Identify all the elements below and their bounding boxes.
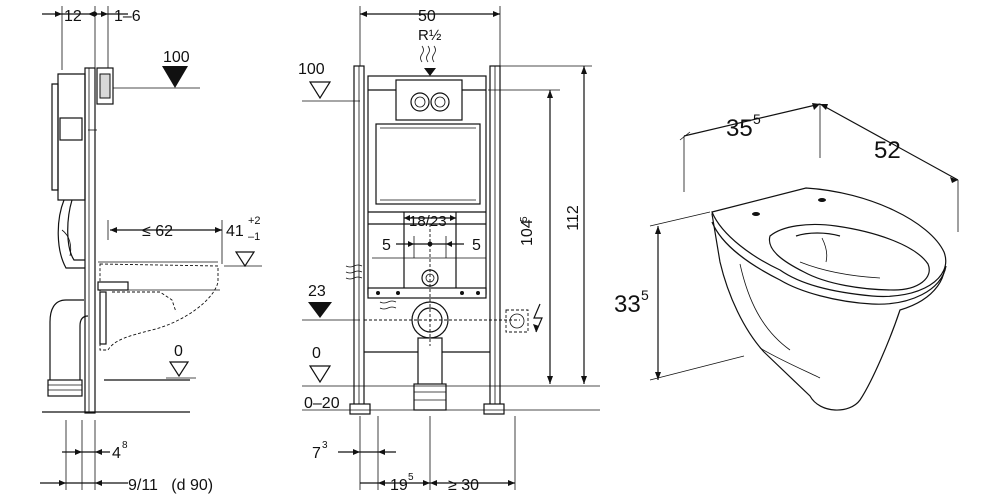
side-dim-1-6: 1–6 [114,8,141,25]
front-dim-5-right: 5 [472,237,481,254]
front-dim-5-left: 5 [382,237,391,254]
level-triangle-icon [162,66,188,88]
level-triangle-icon [168,361,190,378]
level-triangle-icon [308,81,332,100]
side-dim-pipe: 9/11 (d 90) [128,477,213,494]
bowl-view: 35 5 52 33 5 [614,103,959,411]
bowl-dim-33: 33 [614,291,641,318]
side-dim-41-sup: +2 [248,215,261,227]
side-dim-41: 41 [226,223,244,240]
front-level-0: 0 [312,345,321,362]
front-range-0-20: 0–20 [304,395,340,412]
level-triangle-icon [308,302,332,318]
front-dim-104-sup: 5 [519,216,530,222]
bowl-dim-35-sup: 5 [753,111,761,127]
side-dim-41-sub: –1 [248,231,260,243]
side-level-100: 100 [163,49,190,66]
side-dim-4: 4 [112,445,121,462]
front-dim-19-sup: 5 [408,472,414,483]
water-inlet-icon [420,45,436,76]
level-triangle-icon [308,365,332,384]
bowl-dim-35: 35 [726,115,753,142]
water-inlet-icon [345,264,397,310]
front-inlet-label: R½ [418,27,442,44]
front-dim-30: ≥ 30 [448,477,479,494]
front-dim-7: 7 [312,445,321,462]
front-level-100: 100 [298,61,325,78]
front-dim-50: 50 [418,8,436,25]
front-dim-104: 104 [519,219,536,246]
front-dim-7-sup: 3 [322,440,328,451]
level-triangle-icon [234,251,256,268]
side-view: 12 1–6 100 [40,6,262,494]
side-dim-4-sup: 8 [122,440,128,451]
front-view: 50 R½ [298,6,600,494]
electrical-connection-icon [505,303,543,333]
side-level-0: 0 [174,343,183,360]
bowl-dim-52: 52 [874,137,901,164]
front-dim-112: 112 [565,205,582,231]
side-dim-62: ≤ 62 [142,223,173,240]
front-dim-18-23: 18/23 [409,213,447,230]
bowl-dim-33-sup: 5 [641,287,649,303]
side-dim-12: 12 [64,8,82,25]
front-level-23: 23 [308,283,326,300]
front-dim-19: 19 [390,477,408,494]
